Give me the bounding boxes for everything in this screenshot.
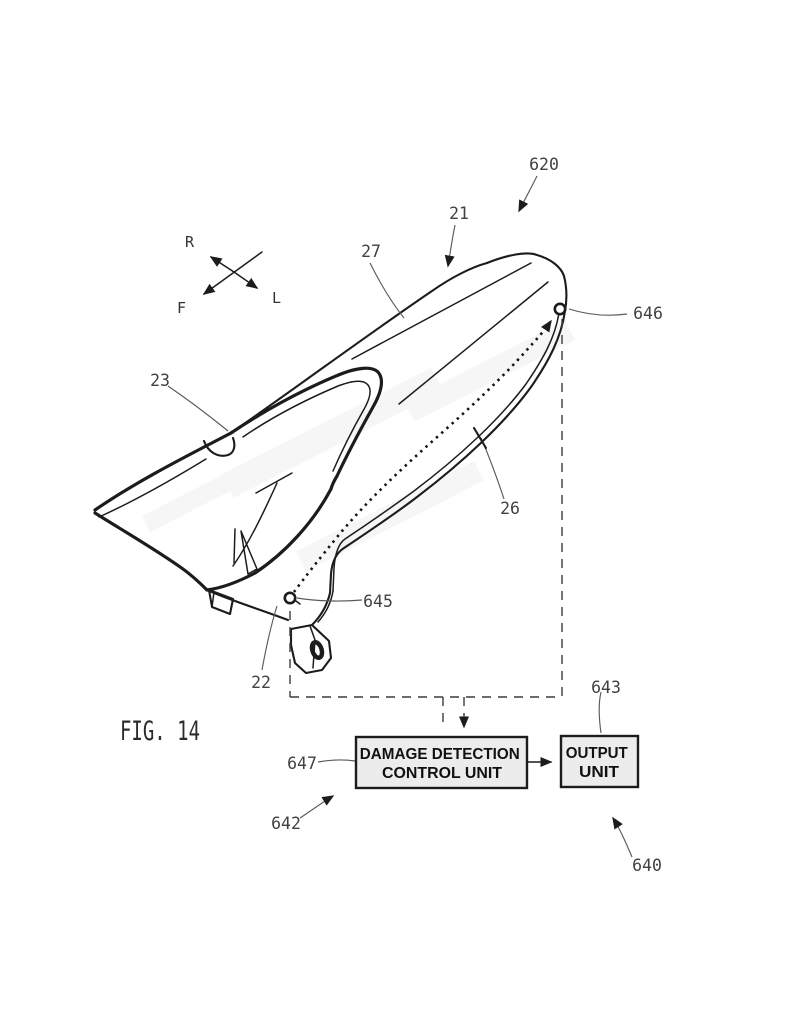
- rim-notch: [202, 436, 236, 457]
- ref-label-21: 21: [449, 204, 469, 223]
- ref-label-643: 643: [591, 678, 621, 697]
- output-unit-box: [559, 734, 640, 789]
- cowl-bottom-edge: [205, 588, 290, 622]
- damage-detection-line2: CONTROL UNIT: [382, 765, 502, 782]
- cowl-right-edge-inner: [332, 312, 560, 592]
- cowl-top-edge: [229, 261, 489, 435]
- ref-label-646: 646: [633, 304, 663, 323]
- damage-detection-line1: DAMAGE DETECTION: [360, 746, 520, 763]
- sensor-wire-group: [283, 302, 567, 605]
- leader-23: [167, 385, 229, 432]
- sensor-terminal-646: [553, 302, 567, 316]
- damage-detection-box: [354, 735, 529, 790]
- ref-label-23: 23: [150, 371, 170, 390]
- leader-27: [369, 262, 405, 319]
- leader-lines: [167, 175, 633, 858]
- ref-label-26: 26: [500, 499, 520, 518]
- right-mount-bracket: [289, 623, 333, 675]
- leader-642: [299, 795, 335, 819]
- damage-detection-box-label: DAMAGE DETECTION CONTROL UNIT: [360, 746, 524, 782]
- leader-645: [296, 597, 363, 602]
- figure-caption: FIG. 14: [120, 716, 200, 747]
- cowl-front-flange-line: [98, 458, 207, 518]
- ref-label-642: 642: [271, 814, 301, 833]
- compass-axis-f: [202, 251, 263, 295]
- left-mount-tab: [207, 588, 235, 616]
- edge-to-bracket-inner: [317, 590, 334, 623]
- direction-compass: R F L: [177, 233, 281, 317]
- terminal-645-tick: [295, 600, 301, 605]
- ref-label-645: 645: [363, 592, 393, 611]
- compass-label-r: R: [185, 233, 195, 251]
- leader-620: [518, 175, 538, 213]
- leader-643: [598, 691, 602, 734]
- pan-inner-curve: [232, 482, 278, 567]
- leader-647: [317, 759, 356, 763]
- seat-pan-curve: [205, 487, 333, 592]
- seat-opening-rim-inner: [242, 380, 371, 472]
- output-unit-box-label: OUTPUT UNIT: [566, 745, 632, 781]
- output-unit-line1: OUTPUT: [566, 745, 628, 762]
- compass-axis-r: [209, 256, 235, 273]
- block-diagram: DAMAGE DETECTION CONTROL UNIT OUTPUT UNI…: [354, 734, 640, 790]
- ref-label-27: 27: [361, 242, 381, 261]
- ref-label-22: 22: [251, 673, 271, 692]
- strut-triangle: [240, 530, 258, 575]
- tail-crease-1: [351, 262, 532, 360]
- cowl-left-edge: [93, 431, 233, 512]
- bracket-hole: [309, 640, 325, 660]
- leader-640: [612, 816, 633, 858]
- strut-line: [233, 528, 236, 564]
- leader-22: [261, 605, 278, 671]
- compass-label-f: F: [177, 299, 186, 317]
- front-crease: [255, 472, 293, 494]
- leader-21: [444, 224, 456, 268]
- ref-label-640: 640: [632, 856, 662, 875]
- rear-cowl-drawing: [93, 252, 568, 675]
- compass-label-l: L: [272, 289, 281, 307]
- cowl-tail-tip: [485, 252, 566, 278]
- cowl-right-edge: [328, 274, 568, 595]
- right-mount-bracket-facet: [309, 625, 316, 669]
- reference-labels: 620 21 27 23 646 26 645 22 643 647 642 6…: [150, 155, 663, 875]
- leader-646: [568, 308, 628, 316]
- ref-label-620: 620: [529, 155, 559, 174]
- ref-label-647: 647: [287, 754, 317, 773]
- edge-to-bracket: [310, 591, 332, 627]
- tick-26: [472, 426, 488, 450]
- output-unit-line2: UNIT: [579, 764, 619, 781]
- seat-opening-rim: [229, 366, 384, 491]
- tail-crease-2: [398, 281, 549, 405]
- compass-axis-l: [233, 271, 259, 289]
- sensor-terminal-645: [283, 591, 297, 605]
- left-mount-tab-facet: [211, 591, 215, 608]
- cowl-front-bottom-edge: [93, 511, 209, 592]
- dashed-connectors: [289, 319, 563, 729]
